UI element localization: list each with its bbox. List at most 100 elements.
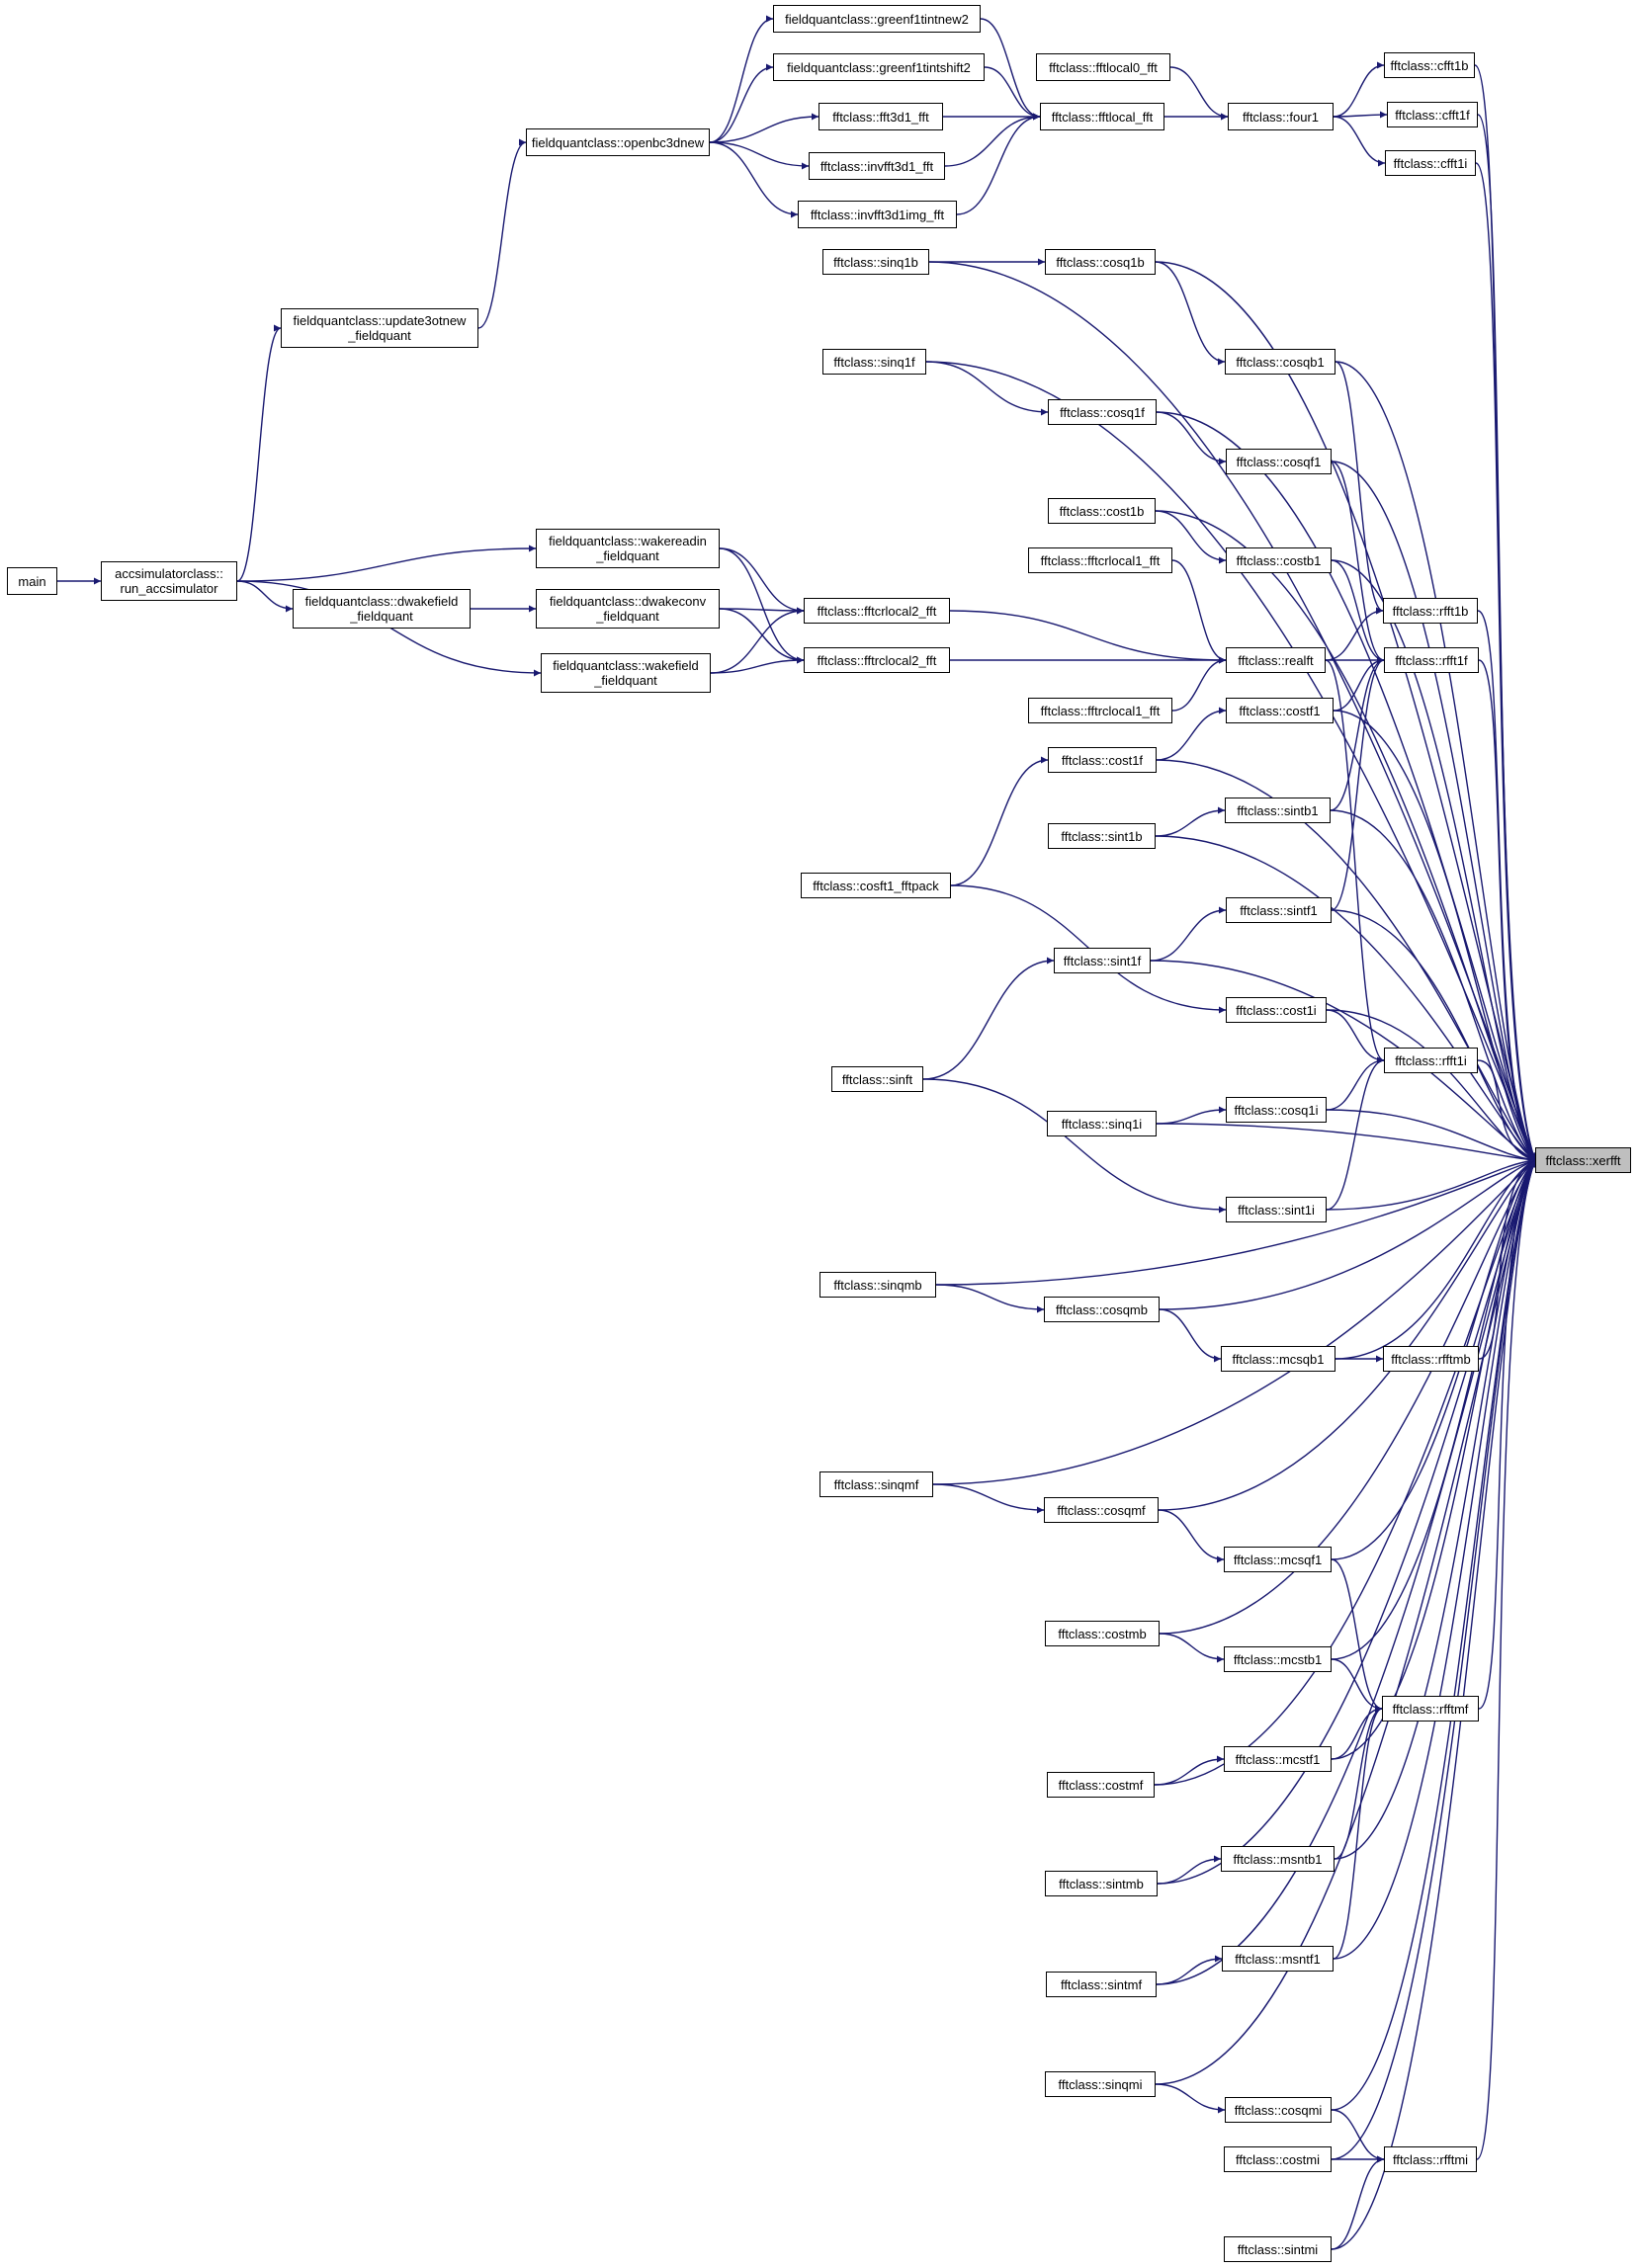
node-cosq1b[interactable]: fftclass::cosq1b xyxy=(1045,249,1156,275)
node-sinqmf[interactable]: fftclass::sinqmf xyxy=(819,1471,933,1497)
node-sintb1[interactable]: fftclass::sintb1 xyxy=(1225,798,1331,823)
node-cost1b[interactable]: fftclass::cost1b xyxy=(1048,498,1156,524)
node-label: fftclass::sinqmb xyxy=(833,1277,922,1293)
node-fftrclocal2[interactable]: fftclass::fftrclocal2_fft xyxy=(804,647,950,673)
node-invfft3d1[interactable]: fftclass::invfft3d1_fft xyxy=(809,152,945,180)
node-sintf1[interactable]: fftclass::sintf1 xyxy=(1226,897,1332,923)
edge-sinqmf-to-cosqmf xyxy=(932,1483,1045,1514)
node-msntf1[interactable]: fftclass::msntf1 xyxy=(1222,1946,1334,1972)
node-costb1[interactable]: fftclass::costb1 xyxy=(1226,547,1332,573)
edge-invfft3d1img-to-fftlocal xyxy=(956,113,1041,215)
node-costmi[interactable]: fftclass::costmi xyxy=(1224,2146,1332,2172)
node-fftlocal0[interactable]: fftclass::fftlocal0_fft xyxy=(1036,53,1170,81)
edge-openbc-to-invfft3d1 xyxy=(709,141,810,170)
node-sinqmi[interactable]: fftclass::sinqmi xyxy=(1045,2071,1156,2097)
node-cfft1b[interactable]: fftclass::cfft1b xyxy=(1384,52,1475,78)
node-sinq1b[interactable]: fftclass::sinq1b xyxy=(822,249,929,275)
edge-run-to-dwakefield xyxy=(236,580,294,613)
node-sint1f[interactable]: fftclass::sint1f xyxy=(1054,948,1151,973)
edge-sintmi-to-xerfft xyxy=(1331,1159,1536,2250)
edge-mcsqb1-to-xerfft xyxy=(1335,1159,1536,1360)
node-greentintnew[interactable]: fieldquantclass::greenf1tintnew2 xyxy=(773,5,981,33)
node-label: fftclass::cost1i xyxy=(1236,1002,1317,1018)
node-update3ot[interactable]: fieldquantclass::update3otnew_fieldquant xyxy=(281,308,478,348)
node-sintmf[interactable]: fftclass::sintmf xyxy=(1046,1972,1157,1997)
node-label: fftclass::cosqb1 xyxy=(1236,354,1325,370)
node-rfft1i[interactable]: fftclass::rfft1i xyxy=(1384,1048,1478,1073)
node-rfftmb[interactable]: fftclass::rfftmb xyxy=(1383,1346,1479,1372)
node-xerfft[interactable]: fftclass::xerfft xyxy=(1535,1147,1631,1173)
node-sintmb[interactable]: fftclass::sintmb xyxy=(1045,1871,1158,1896)
node-msntb1[interactable]: fftclass::msntb1 xyxy=(1221,1846,1335,1872)
node-fftcrlocal2[interactable]: fftclass::fftcrlocal2_fft xyxy=(804,598,950,624)
node-cosft1[interactable]: fftclass::cosft1_fftpack xyxy=(801,873,951,898)
node-rfftmi[interactable]: fftclass::rfftmi xyxy=(1384,2146,1477,2172)
node-cosqmb[interactable]: fftclass::cosqmb xyxy=(1044,1297,1160,1322)
node-dwakeconv[interactable]: fieldquantclass::dwakeconv_fieldquant xyxy=(536,589,720,629)
node-invfft3d1img[interactable]: fftclass::invfft3d1img_fft xyxy=(798,201,957,228)
node-cosq1i[interactable]: fftclass::cosq1i xyxy=(1226,1097,1327,1123)
node-fftrclocal1[interactable]: fftclass::fftrclocal1_fft xyxy=(1028,698,1172,723)
node-cosqf1[interactable]: fftclass::cosqf1 xyxy=(1226,449,1332,474)
node-label: fftclass::cost1b xyxy=(1059,503,1145,519)
node-costmf[interactable]: fftclass::costmf xyxy=(1047,1772,1155,1798)
node-label: fieldquantclass::update3otnew xyxy=(293,313,467,328)
edge-rfftmb-to-xerfft xyxy=(1478,1159,1536,1360)
node-sint1i[interactable]: fftclass::sint1i xyxy=(1226,1197,1327,1222)
edge-cost1f-to-cost1 xyxy=(1156,707,1227,761)
node-dwakefield[interactable]: fieldquantclass::dwakefield_fieldquant xyxy=(293,589,471,629)
node-four1[interactable]: fftclass::four1 xyxy=(1228,103,1334,130)
node-wakefield[interactable]: fieldquantclass::wakefield_fieldquant xyxy=(541,653,711,693)
node-mcsqb1[interactable]: fftclass::mcsqb1 xyxy=(1221,1346,1335,1372)
node-fftcrlocal1[interactable]: fftclass::fftcrlocal1_fft xyxy=(1028,547,1172,573)
node-cosq1f[interactable]: fftclass::cosq1f xyxy=(1048,399,1157,425)
node-label: fftclass::costmb xyxy=(1058,1626,1147,1641)
node-wakereadin[interactable]: fieldquantclass::wakereadin_fieldquant xyxy=(536,529,720,568)
node-cost1[interactable]: fftclass::costf1 xyxy=(1226,698,1334,723)
edge-costmf-to-xerfft xyxy=(1154,1159,1536,1786)
edge-cosqmb-to-xerfft xyxy=(1159,1159,1536,1310)
node-fft3d1[interactable]: fftclass::fft3d1_fft xyxy=(818,103,943,130)
edge-rfftmi-to-xerfft xyxy=(1476,1159,1536,2160)
node-rfft1f[interactable]: fftclass::rfft1f xyxy=(1384,647,1479,673)
node-mcsqf1[interactable]: fftclass::mcsqf1 xyxy=(1224,1547,1332,1572)
edge-sint1b-to-sintb1 xyxy=(1155,806,1226,837)
node-rfft1b[interactable]: fftclass::rfft1b xyxy=(1383,598,1478,624)
edge-openbc-to-fft3d1 xyxy=(709,113,819,143)
node-cost1i[interactable]: fftclass::cost1i xyxy=(1226,997,1327,1023)
node-mcstb1[interactable]: fftclass::mcstb1 xyxy=(1224,1646,1332,1672)
node-sinft[interactable]: fftclass::sinft xyxy=(831,1066,923,1092)
node-cosqb1[interactable]: fftclass::cosqb1 xyxy=(1225,349,1335,375)
node-openbc[interactable]: fieldquantclass::openbc3dnew xyxy=(526,128,710,156)
node-realft[interactable]: fftclass::realft xyxy=(1226,647,1326,673)
node-cfft1i[interactable]: fftclass::cfft1i xyxy=(1385,150,1476,176)
node-costmb[interactable]: fftclass::costmb xyxy=(1045,1621,1160,1646)
edge-cosq1i-to-rfft1i xyxy=(1326,1056,1385,1111)
node-rfftmf[interactable]: fftclass::rfftmf xyxy=(1382,1696,1479,1722)
node-run[interactable]: accsimulatorclass::run_accsimulator xyxy=(101,561,237,601)
edge-sintb1-to-rfft1f xyxy=(1330,656,1385,811)
node-cosqmi[interactable]: fftclass::cosqmi xyxy=(1225,2097,1332,2123)
edge-wakefield-to-fftrclocal2 xyxy=(710,656,805,674)
node-mcstf1[interactable]: fftclass::mcstf1 xyxy=(1224,1746,1332,1772)
node-fftlocal[interactable]: fftclass::fftlocal_fft xyxy=(1040,103,1164,130)
node-cosqmf[interactable]: fftclass::cosqmf xyxy=(1044,1497,1159,1523)
node-cfft1f[interactable]: fftclass::cfft1f xyxy=(1387,102,1478,127)
node-label: fieldquantclass::wakefield xyxy=(553,658,699,673)
node-greentintshift[interactable]: fieldquantclass::greenf1tintshift2 xyxy=(773,53,985,81)
node-sintmi[interactable]: fftclass::sintmi xyxy=(1224,2236,1332,2262)
edge-wakefield-to-fftcrlocal2 xyxy=(710,607,805,674)
node-sinq1f[interactable]: fftclass::sinq1f xyxy=(822,349,926,375)
edge-sinqmb-to-xerfft xyxy=(935,1158,1536,1286)
edge-costb1-to-rfft1f xyxy=(1331,559,1385,664)
node-sint1b[interactable]: fftclass::sint1b xyxy=(1048,823,1156,849)
node-label: fieldquantclass::greenf1tintnew2 xyxy=(785,11,969,27)
node-cost1f[interactable]: fftclass::cost1f xyxy=(1048,747,1157,773)
node-label: fftclass::sint1f xyxy=(1063,953,1142,968)
edge-msntf1-to-xerfft xyxy=(1333,1159,1536,1960)
node-main[interactable]: main xyxy=(7,567,57,595)
node-sinq1i[interactable]: fftclass::sinq1i xyxy=(1047,1111,1157,1136)
node-sinqmb[interactable]: fftclass::sinqmb xyxy=(819,1272,936,1298)
